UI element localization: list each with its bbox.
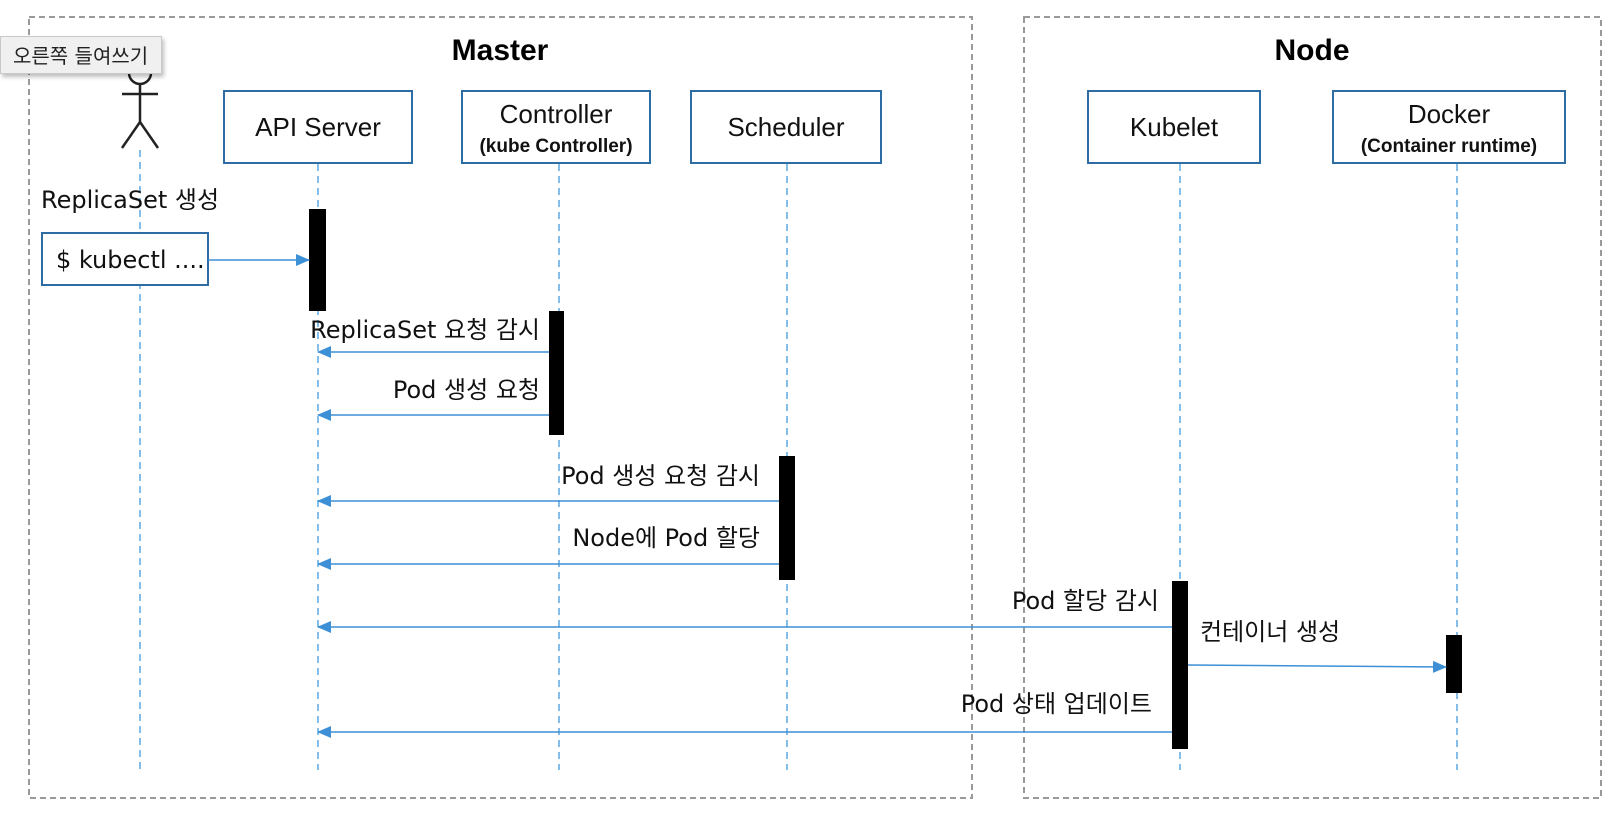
kubectl-command-text: $ kubectl .... [56,246,205,274]
api-server-activation [309,209,326,311]
docker-label: Docker [1408,99,1491,129]
kubelet-label: Kubelet [1130,112,1219,142]
master-group-title: Master [452,34,549,67]
container-create-arrow [1187,660,1447,673]
pod-create-watch-label: Pod 생성 요청 감시 [561,462,760,490]
pod-create-request-label: Pod 생성 요청 [393,376,540,404]
replicaset-watch-label: ReplicaSet 요청 감시 [310,316,540,344]
scheduler-box [690,90,882,164]
api-server-box [223,90,413,164]
controller-activation [549,311,564,435]
kubectl-command-box [41,232,209,286]
node-group-frame [1023,16,1602,799]
docker-activation [1446,635,1462,693]
controller-box [461,90,651,164]
pod-assign-node-label: Node에 Pod 할당 [572,524,760,552]
kubelet-box [1087,90,1261,164]
controller-sublabel: (kube Controller) [479,136,632,157]
indent-right-tooltip: 오른쪽 들여쓰기 [0,36,162,74]
api-server-label: API Server [255,112,381,142]
pod-assign-watch-label: Pod 할당 감시 [1012,587,1159,615]
container-create-label: 컨테이너 생성 [1200,618,1340,646]
user-actor-icon [120,60,160,149]
scheduler-activation [779,456,795,580]
pod-status-update-label: Pod 상태 업데이트 [961,690,1152,718]
kubelet-activation [1172,581,1188,749]
replicaset-create-caption: ReplicaSet 생성 [41,186,219,214]
docker-sublabel: (Container runtime) [1361,136,1537,157]
docker-box [1332,90,1566,164]
master-group-frame [28,16,973,799]
node-group-title: Node [1275,34,1350,67]
controller-label: Controller [500,99,613,129]
scheduler-label: Scheduler [727,112,844,142]
